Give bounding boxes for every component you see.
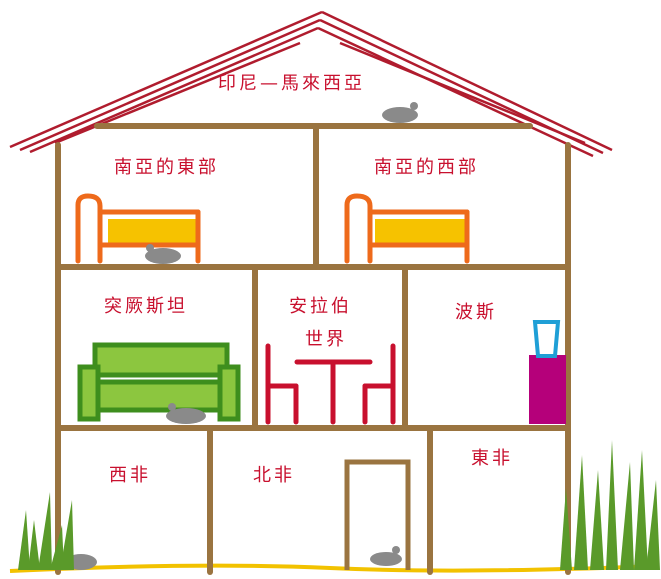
grass-right [560,440,660,570]
room-label-lower-center: 北非 [253,465,295,486]
bed-left [75,193,201,264]
room-label-middle-right: 波斯 [455,302,497,323]
mouse-icon [145,244,181,264]
mouse-icon [166,403,206,424]
bed-right [344,193,470,264]
mouse-icon [382,102,418,123]
dining-set [265,343,396,425]
room-label-lower-right: 東非 [471,448,513,469]
cabinet-with-cup [529,320,566,424]
grass-left [18,492,74,570]
sofa [77,342,241,422]
room-label-upper-right: 南亞的西部 [374,157,479,178]
room-label-middle-center-line1: 安拉伯 [289,296,352,317]
room-label-middle-left: 突厥斯坦 [104,296,188,317]
room-label-lower-left: 西非 [109,465,151,486]
mouse-icon [370,546,402,566]
ground-line [9,563,656,573]
roof [9,10,613,158]
room-label-attic: 印尼—馬來西亞 [218,73,365,94]
house-frame [55,123,571,575]
door [344,459,411,570]
room-label-upper-left: 南亞的東部 [114,157,219,178]
room-label-middle-center-line2: 世界 [305,329,347,350]
